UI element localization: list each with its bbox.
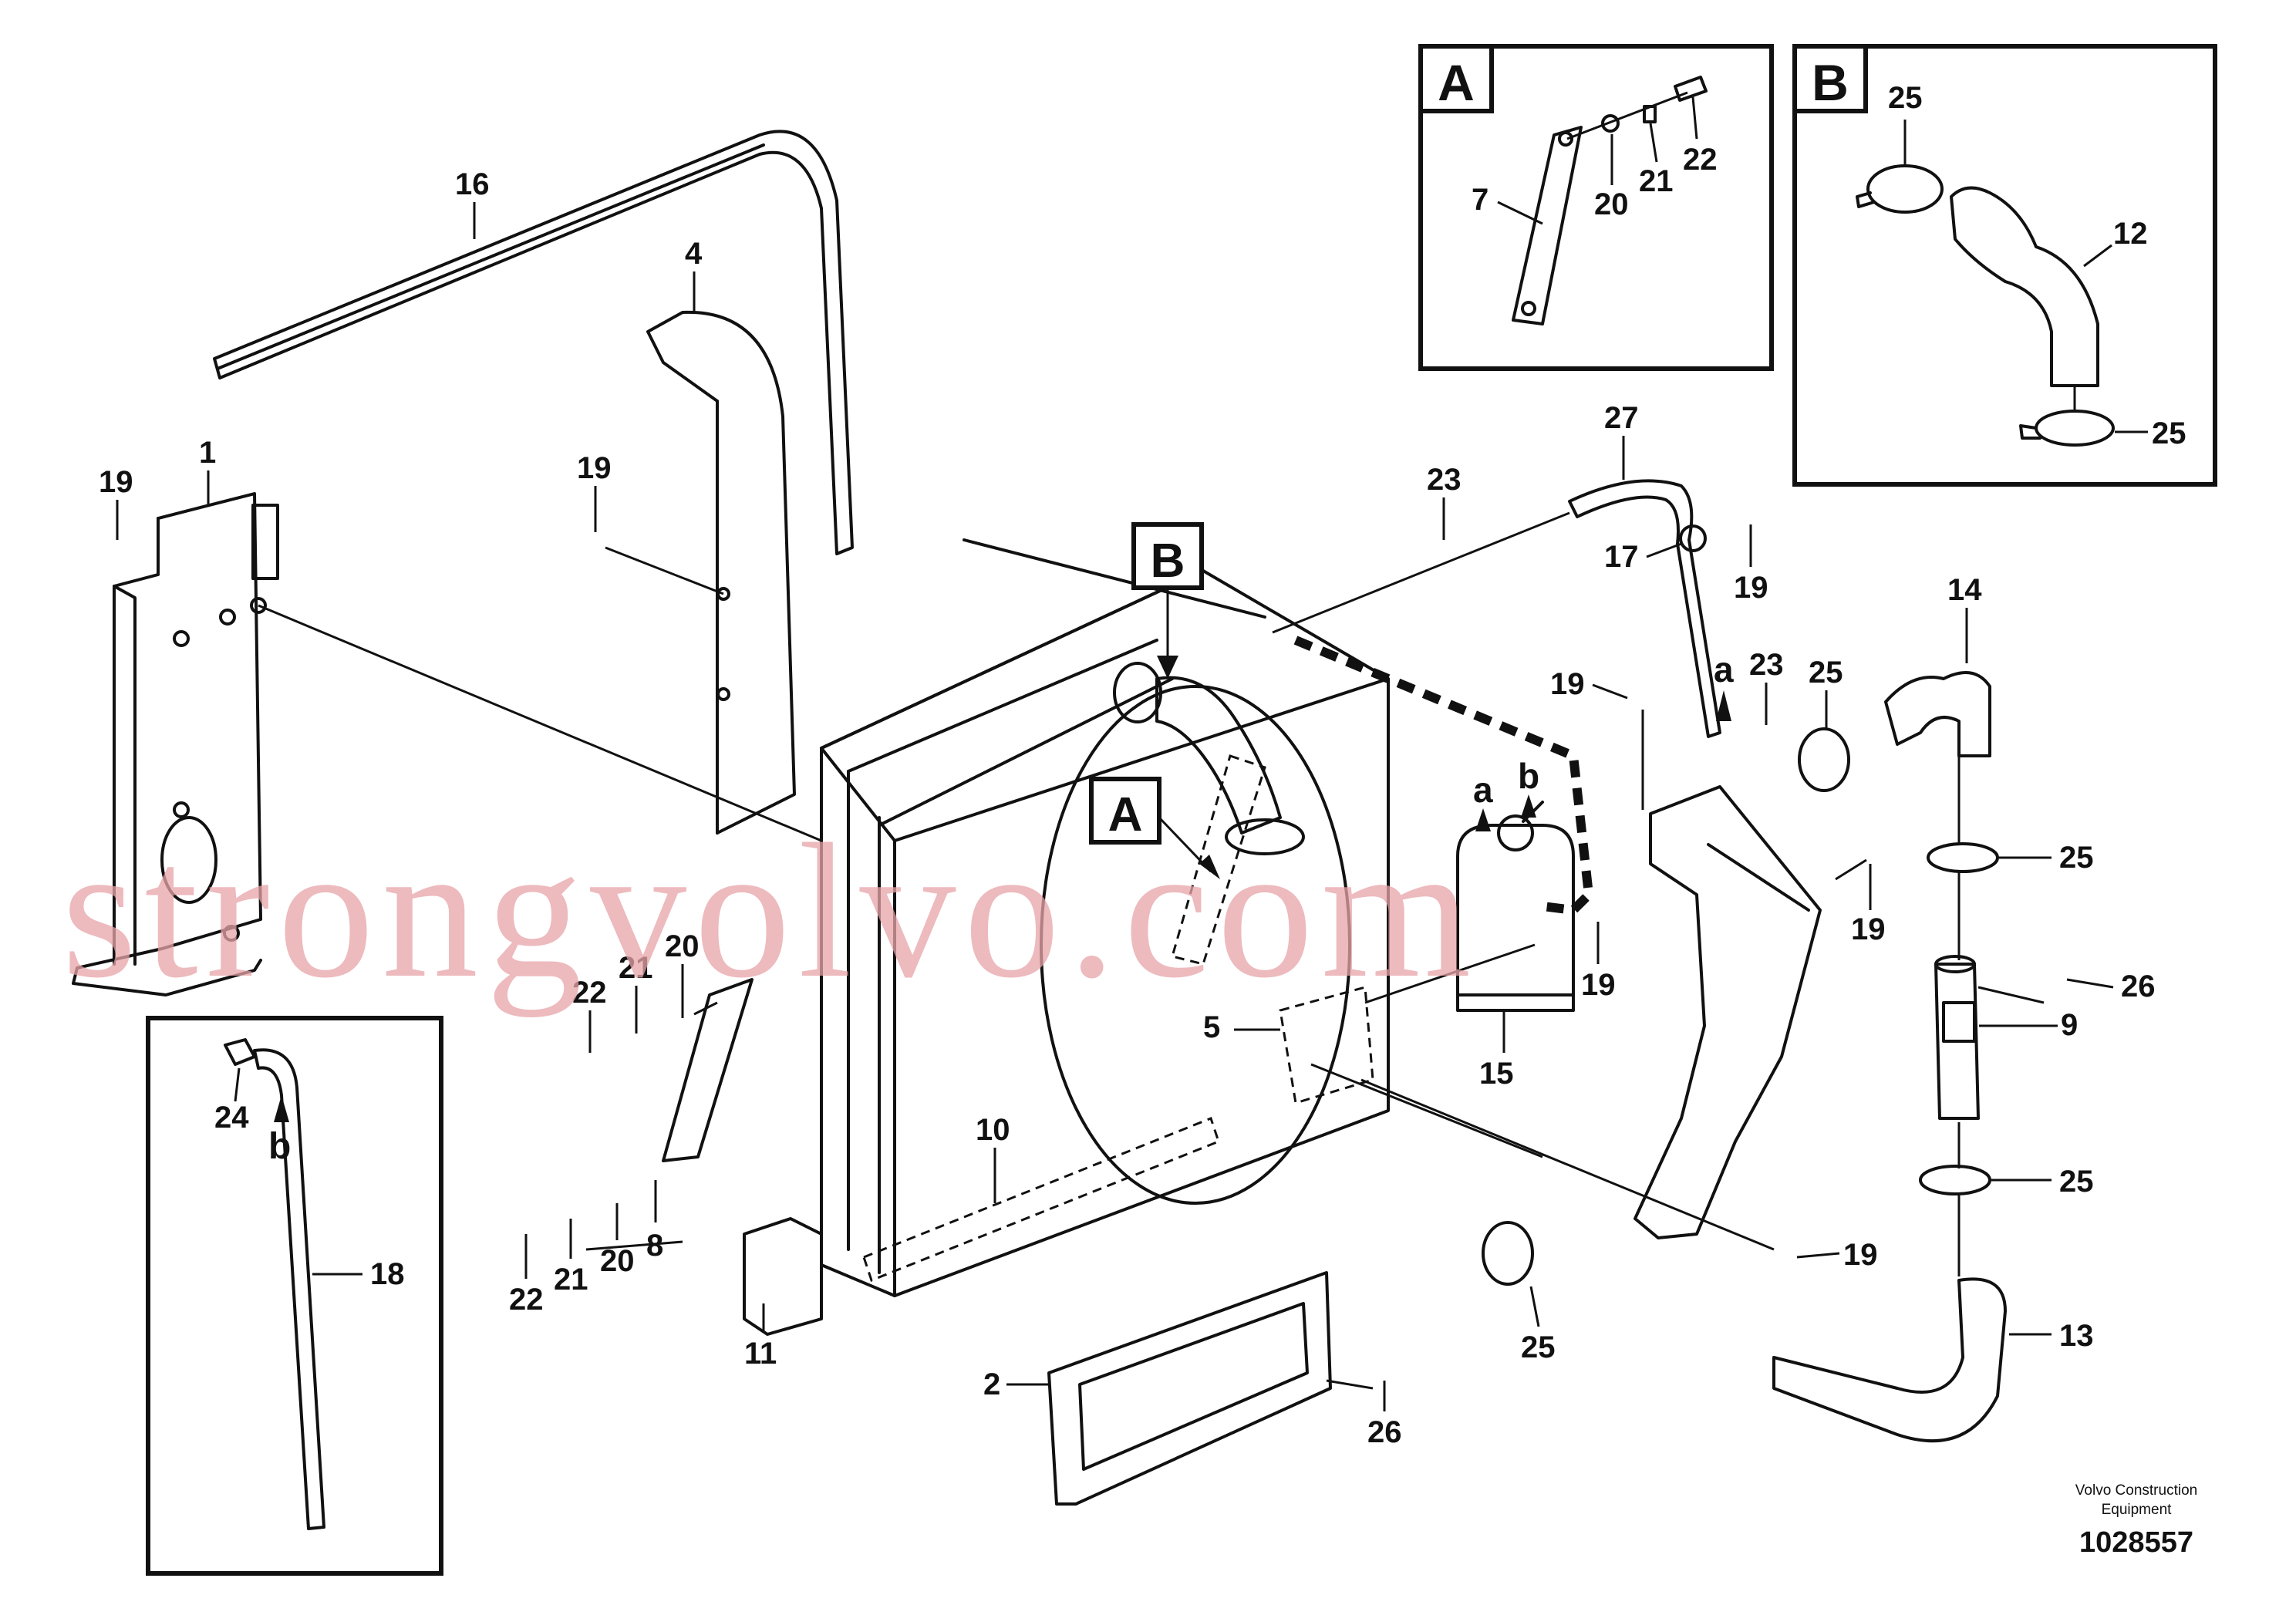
label-25-b: 25 (2059, 841, 2094, 875)
label-21-a: 21 (619, 951, 653, 985)
drawing-number: 1028557 (2079, 1526, 2193, 1559)
label-22-a: 22 (572, 976, 607, 1010)
main-assembly (72, 130, 2045, 1506)
cover-2-drawing (1047, 1271, 1332, 1506)
footer: Volvo Construction Equipment 1028557 (2075, 1482, 2197, 1559)
footer-company-line1: Volvo Construction (2075, 1482, 2197, 1499)
shroud-4-drawing (646, 310, 796, 835)
label-19-c: 19 (1734, 571, 1768, 605)
label-25-d: 25 (1521, 1330, 1556, 1364)
label-26-b: 26 (1367, 1415, 1402, 1449)
label-19-b: 19 (577, 451, 612, 485)
label-1: 1 (199, 436, 216, 470)
label-25-a: 25 (1809, 656, 1843, 690)
label-21-detail-a: 21 (1639, 164, 1674, 198)
label-26-a: 26 (2121, 969, 2156, 1003)
label-5: 5 (1203, 1010, 1220, 1044)
label-23-b: 23 (1749, 648, 1784, 682)
label-20-b: 20 (600, 1244, 635, 1278)
callout-tag-b: B (1151, 534, 1185, 588)
part-10-drawing (862, 1117, 1220, 1282)
label-19-a: 19 (99, 465, 133, 499)
detail-hose-panel: 24 b 18 (146, 1016, 443, 1576)
bracket-a-main-drawing (1171, 754, 1266, 966)
label-4: 4 (685, 237, 703, 271)
hose-13-drawing (1772, 1277, 2007, 1443)
label-27: 27 (1604, 401, 1639, 435)
label-7-detail-a: 7 (1472, 183, 1489, 217)
label-15: 15 (1479, 1057, 1514, 1091)
hose-b-main-drawing (1155, 676, 1282, 835)
label-14: 14 (1947, 573, 1982, 607)
bracket-right-drawing (1633, 785, 1822, 1239)
label-11: 11 (744, 1337, 777, 1371)
label-20-detail-a: 20 (1594, 187, 1629, 221)
label-b-detail-hose: b (268, 1126, 291, 1167)
label-21-b: 21 (554, 1263, 588, 1297)
hose-12-drawing (1950, 186, 2099, 387)
detail-a-tag: A (1438, 54, 1475, 111)
label-b-1: b (1518, 756, 1539, 796)
label-8: 8 (646, 1229, 663, 1263)
bracket-7-drawing (1512, 126, 1583, 325)
label-19-d: 19 (1550, 667, 1585, 701)
label-18-detail-hose: 18 (370, 1257, 405, 1291)
label-16: 16 (455, 167, 490, 201)
overflow-line-drawing (1293, 636, 1594, 916)
detail-a-panel: A 7 20 21 22 (1418, 44, 1774, 371)
label-25-c: 25 (2059, 1165, 2094, 1199)
label-19-g: 19 (1843, 1238, 1878, 1272)
hose-18-drawing (253, 1048, 325, 1530)
bracket-7-main-drawing (662, 978, 754, 1162)
part-11-drawing (743, 1217, 823, 1336)
label-13: 13 (2059, 1319, 2094, 1353)
detail-b-panel: B 25 12 25 (1792, 44, 2217, 487)
label-17: 17 (1604, 540, 1639, 574)
hose-27-drawing (1568, 479, 1721, 738)
footer-company-line2: Equipment (2102, 1502, 2173, 1518)
hose-14-drawing (1884, 671, 1991, 757)
panel-1-drawing (72, 492, 262, 996)
callout-tag-a: A (1108, 788, 1143, 841)
label-10: 10 (976, 1113, 1010, 1147)
main-callouts: B A 1 16 4 19 19 23 27 17 19 19 a 23 25 … (99, 167, 2156, 1449)
label-20-a: 20 (665, 929, 700, 963)
tank-15-drawing (1456, 824, 1575, 1012)
pipe-9-drawing (1934, 963, 1980, 1120)
label-a-1: a (1714, 649, 1734, 690)
label-24-detail-hose: 24 (214, 1101, 249, 1135)
label-23-a: 23 (1427, 463, 1462, 497)
label-25-bottom-detail-b: 25 (2152, 416, 2186, 450)
seal-16-drawing (213, 130, 854, 555)
label-2: 2 (983, 1367, 1000, 1401)
label-22-detail-a: 22 (1683, 143, 1718, 177)
label-22-b: 22 (509, 1283, 544, 1317)
label-19-f: 19 (1581, 968, 1616, 1002)
label-25-top-detail-b: 25 (1888, 81, 1923, 115)
watermark: strongvolvo.com (62, 804, 1478, 1018)
label-12-detail-b: 12 (2113, 217, 2148, 251)
label-9: 9 (2061, 1008, 2078, 1042)
detail-b-tag: B (1812, 54, 1849, 111)
label-a-2: a (1473, 770, 1493, 810)
label-19-e: 19 (1851, 912, 1886, 946)
